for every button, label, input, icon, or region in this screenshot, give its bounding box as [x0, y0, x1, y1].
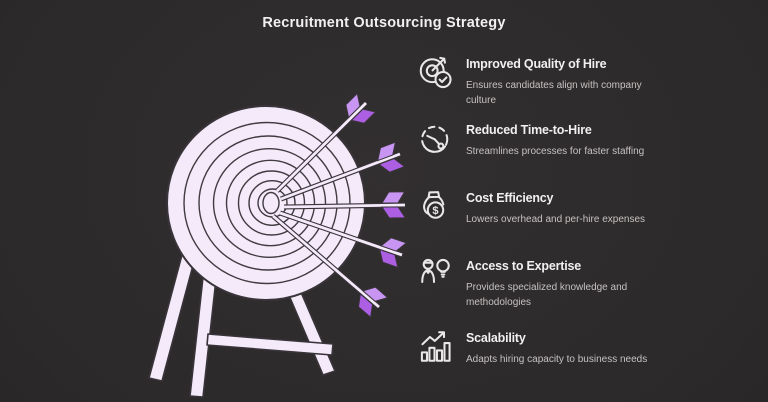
arrow	[279, 210, 408, 269]
svg-text:$: $	[432, 205, 439, 217]
benefit-item-time-to-hire: Reduced Time-to-Hire Streamlines process…	[417, 120, 756, 160]
benefit-item-cost-efficiency: $ Cost Efficiency Lowers overhead and pe…	[417, 188, 756, 228]
benefit-description: Ensures candidates align with company cu…	[466, 80, 642, 106]
stopwatch-icon	[417, 120, 455, 158]
benefit-title: Improved Quality of Hire	[466, 57, 607, 71]
growth-chart-icon	[417, 328, 455, 366]
benefit-item-scalability: Scalability Adapts hiring capacity to bu…	[417, 328, 756, 368]
benefit-description: Lowers overhead and per-hire expenses	[466, 214, 645, 225]
benefit-title: Reduced Time-to-Hire	[466, 123, 592, 137]
arrows	[271, 92, 408, 319]
bullseye	[262, 191, 280, 215]
money-bag-icon: $	[417, 188, 455, 226]
target-check-icon	[417, 54, 455, 92]
benefit-item-quality-of-hire: Improved Quality of Hire Ensures candida…	[417, 54, 756, 108]
benefit-description: Provides specialized knowledge and metho…	[466, 282, 628, 308]
page-title: Recruitment Outsourcing Strategy	[262, 15, 506, 31]
benefit-title: Cost Efficiency	[466, 191, 554, 205]
benefit-item-expertise: Access to Expertise Provides specialized…	[417, 256, 756, 310]
arrow	[271, 214, 389, 319]
stand-crossbar	[206, 333, 334, 356]
arrow	[275, 92, 377, 193]
person-lightbulb-icon	[417, 256, 455, 294]
arrow	[283, 191, 407, 219]
benefit-description: Streamlines processes for faster staffin…	[466, 146, 645, 157]
benefit-description: Adapts hiring capacity to business needs	[466, 354, 648, 365]
arrow	[280, 141, 406, 202]
benefit-title: Scalability	[466, 331, 526, 345]
benefit-title: Access to Expertise	[466, 259, 582, 273]
